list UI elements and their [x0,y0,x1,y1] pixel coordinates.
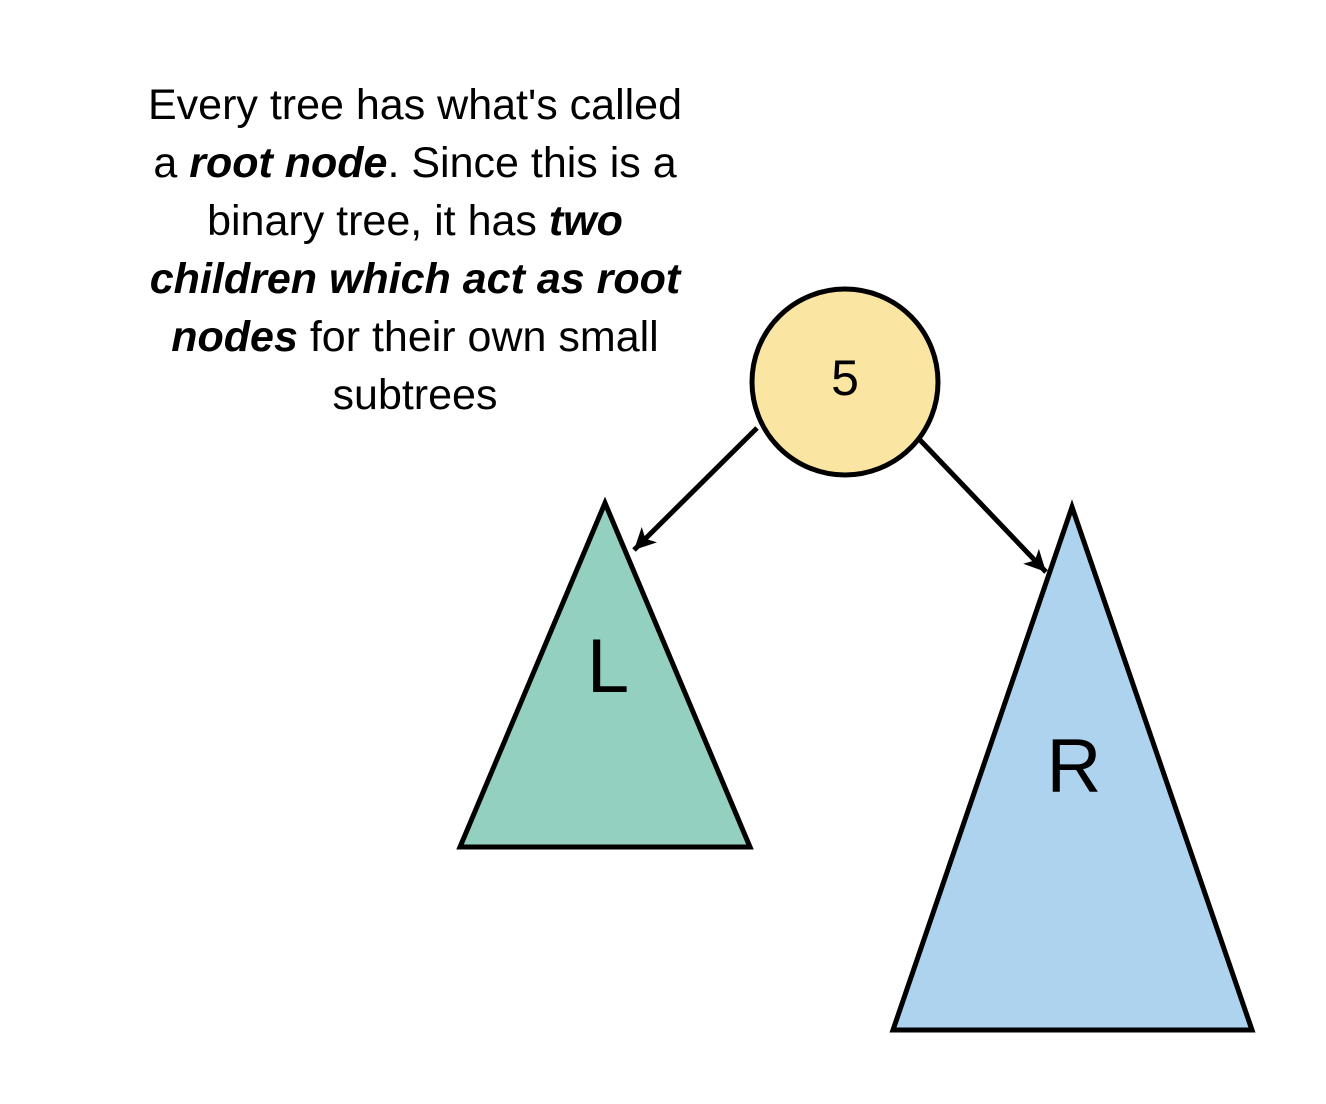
edge-root-to-left-arrow [632,426,759,552]
caption-emphasis-text: nodes [171,313,298,361]
caption-text: for their own small [297,313,659,361]
caption-emphasis-text: two [548,197,623,245]
left-subtree-triangle [460,503,750,847]
root-node-label: 5 [831,350,859,406]
root-node-circle [752,289,938,475]
root-node-outline [749,286,941,478]
left-subtree-outline [456,496,754,850]
right-subtree-triangle [893,507,1252,1030]
caption-emphasis-text: children which act as root [149,255,681,303]
caption-text: . Since this is a [387,139,677,187]
caption-text: subtrees [332,371,498,419]
edge-root-to-right-arrow [918,438,1048,574]
caption-text: binary tree, it has [207,197,549,245]
right-subtree-outline [889,499,1256,1033]
caption-emphasis-text: root node [189,139,388,187]
right-subtree-label: R [1047,724,1102,809]
caption-line: subtrees [85,366,745,424]
left-subtree-label: L [587,624,629,709]
caption: Every tree has what's called a root node.… [85,76,745,424]
caption-line: binary tree, it has two [85,192,745,250]
caption-text: a [153,139,190,187]
caption-text: Every tree has what's called [147,81,682,129]
caption-line: a root node. Since this is a [85,134,745,192]
caption-line: nodes for their own small [85,308,745,366]
caption-line: Every tree has what's called [85,76,745,134]
caption-line: children which act as root [85,250,745,308]
